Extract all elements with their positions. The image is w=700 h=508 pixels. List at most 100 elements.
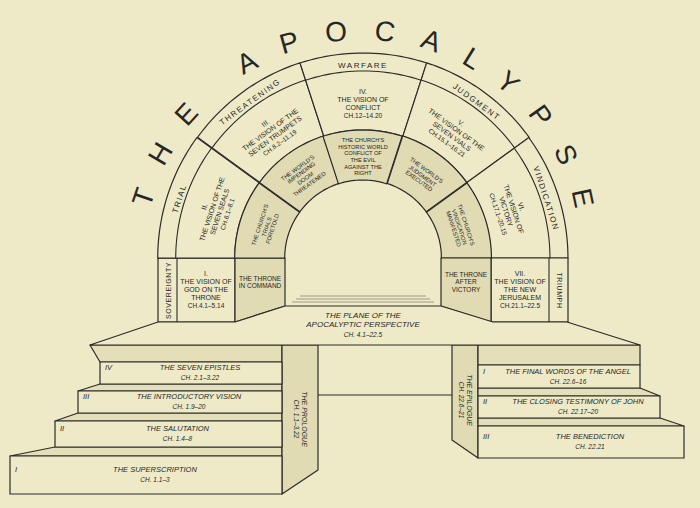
block-shape [478,365,640,388]
text-slot: VII.THE VISION OF THE NEW JERUSALEMCH.21… [493,261,547,319]
text-slot: CH. 2.1–3.22 [122,373,278,383]
section-name: THE PROLOGUE [300,369,308,469]
step-block: IIITHE BENEDICTIONCH. 22.21 [478,426,684,458]
step-title: THE SEVEN EPISTLES [122,363,278,373]
vision-block: SOVEREIGNTYI.THE VISION OF GOD ON THE TH… [158,258,235,322]
text-slot: THE INTRODUCTORY VISION [100,392,278,402]
block-shape [90,306,640,345]
text-slot: THE CHURCH'S HISTORIC WORLD CONFLICT OF … [338,137,388,177]
text-slot: THE FINAL WORDS OF THE ANGEL [500,367,636,377]
vision-title: THE VISION OF THE NEW JERUSALEM [493,278,547,302]
text-slot: II [60,424,76,434]
soffit-text: THE THRONE AFTER VICTORY [444,271,488,293]
chapter-ref: CH. 22.17–20 [500,407,656,417]
label-group: THE EPILOGUECH. 22.6–21 [453,355,477,445]
block-outline [10,456,282,494]
vision-title: THE VISION OF GOD ON THE THRONE [179,278,233,302]
chapter-ref: CH. 22.6–21 [457,355,464,445]
text-slot: II [483,397,499,407]
text-slot: CH. 1.1–3 [32,475,278,485]
text-slot: III [483,432,499,442]
step-numeral: I [483,367,499,377]
text-slot: I.THE VISION OF GOD ON THE THRONECH.4.1–… [179,261,233,319]
vision-numeral: VII. [493,270,547,278]
text-slot: CH. 22.21 [500,442,680,452]
text-slot: CH. 22.17–20 [500,407,656,417]
chapter-ref: CH. 4.1–22.5 [298,331,428,338]
band-line [305,71,421,80]
chapter-ref: CH. 1.4–8 [77,434,278,444]
text-slot: TRIUMPH [550,260,567,320]
text-slot: THE SUPERSCRIPTION [32,465,278,475]
step-block: ITHE SUPERSCRIPTIONCH. 1.1–3 [10,456,282,494]
step-block: IIITHE INTRODUCTORY VISIONCH. 1.9–20 [78,391,282,413]
text-slot: CH. 1.4–8 [77,434,278,444]
text-slot: WARFARE [318,59,408,73]
plane-region: THE PLANE OF THE APOCALYPTIC PERSPECTIVE… [90,306,640,345]
soffit-text: THE THRONE IN COMMAND [238,275,282,290]
block-shape [100,362,282,384]
text-slot: THE THRONE IN COMMAND [238,263,282,301]
text-slot: SOVEREIGNTY [159,260,176,320]
text-slot: THE PLANE OF THE APOCALYPTIC PERSPECTIVE [298,310,428,329]
chapter-ref: CH. 1.1–3.22 [292,369,299,469]
step-block: IVTHE SEVEN EPISTLESCH. 2.1–3.22 [100,362,282,384]
theme-label: WARFARE [318,59,408,73]
step-numeral: III [483,432,499,442]
block-shape [478,426,684,458]
text-slot: THE CLOSING TESTIMONY OF JOHN [500,397,656,407]
step-block: ITHE FINAL WORDS OF THE ANGELCH. 22.6–16 [478,365,640,388]
band-line [548,258,549,322]
text-slot: CH. 4.1–22.5 [298,330,428,340]
chapter-ref: CH. 1.1–3 [32,475,278,485]
step-numeral: I [15,465,31,475]
text-slot: CH. 22.6–16 [500,377,636,387]
step-title: THE FINAL WORDS OF THE ANGEL [500,367,636,377]
block-shape [78,391,282,413]
section-name: THE EPILOGUE [465,355,473,445]
block-outline [478,426,684,458]
vision-numeral: I. [179,270,233,278]
chapter-ref: CH.21.1–22.5 [493,302,547,309]
label-group: THE PROLOGUECH. 1.1–3.22 [286,369,314,469]
step-numeral: II [483,397,499,407]
step-block: IITHE CLOSING TESTIMONY OF JOHNCH. 22.17… [478,396,660,418]
vision-numeral: IV. [324,88,402,96]
step-title: THE SALUTATION [77,424,278,434]
text-slot: CH. 1.9–20 [100,402,278,412]
block-shape [491,258,568,322]
soffit-text: THE CHURCH'S TRIALS FORETOLD [250,200,284,254]
vision-title: THE VISION OF CONFLICT [324,96,402,112]
step-block: IITHE SALUTATIONCH. 1.4–8 [55,421,282,447]
block-shape [55,421,282,447]
block-shape [478,396,660,418]
step-title: THE BENEDICTION [500,432,680,442]
step-numeral: IV [105,363,121,373]
text-slot: THE THRONE AFTER VICTORY [444,263,488,301]
chapter-ref: CH.4.1–5.14 [179,302,233,309]
block-shape [158,258,235,322]
plane-title: THE PLANE OF THE APOCALYPTIC PERSPECTIVE [298,311,428,329]
text-slot: I [15,465,31,475]
soffit-text: THE CHURCH'S VINDICATION MANIFESTED [442,200,476,254]
text-slot: THE BENEDICTION [500,432,680,442]
text-slot: III [83,392,99,402]
step-title: THE INTRODUCTORY VISION [100,392,278,402]
text-slot: IV.THE VISION OF CONFLICTCH.12–14.20 [324,79,402,129]
step-numeral: II [60,424,76,434]
step-title: THE CLOSING TESTIMONY OF JOHN [500,397,656,407]
chapter-ref: CH. 22.6–16 [500,377,636,387]
vision-block: TRIUMPHVII.THE VISION OF THE NEW JERUSAL… [491,258,568,322]
chapter-ref: CH. 1.9–20 [100,402,278,412]
chapter-ref: CH. 22.21 [500,442,680,452]
text-slot: THE SALUTATION [77,424,278,434]
text-slot: I [483,367,499,377]
chapter-ref: CH.12–14.20 [324,112,402,119]
soffit-text: THE CHURCH'S HISTORIC WORLD CONFLICT OF … [338,137,388,176]
chapter-ref: CH. 2.1–3.22 [122,373,278,383]
step-numeral: III [83,392,99,402]
text-slot: THE SEVEN EPISTLES [122,363,278,373]
block-shape [10,456,282,494]
theme-label: TRIUMPH [550,260,567,320]
